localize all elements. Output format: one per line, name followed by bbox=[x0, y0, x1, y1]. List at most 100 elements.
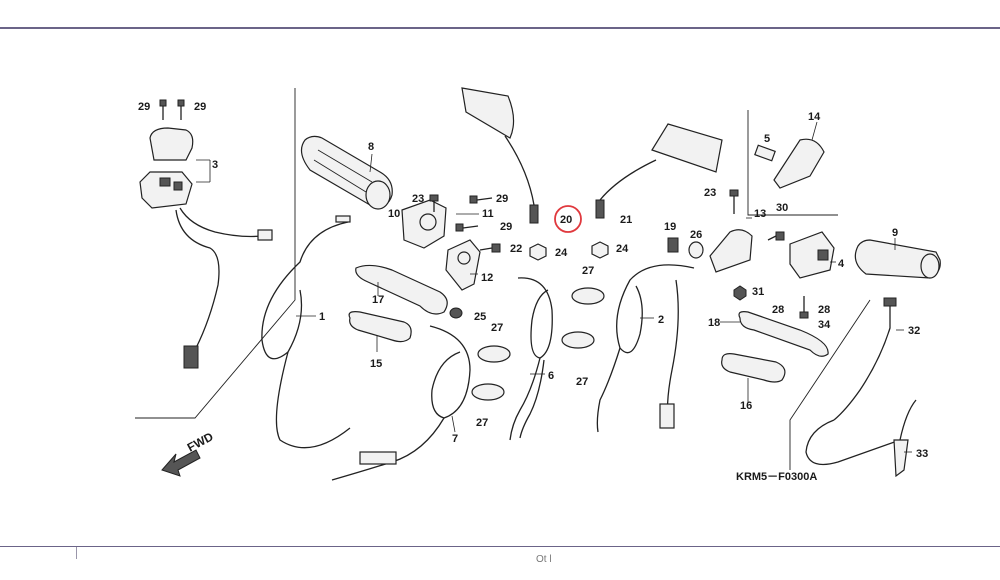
right-handlebar-outline bbox=[789, 299, 871, 470]
mirror-left-20 bbox=[461, 87, 539, 224]
clutch-cable-1 bbox=[261, 215, 351, 449]
fwd-label: FWD bbox=[185, 429, 216, 454]
nut-31 bbox=[733, 285, 747, 301]
switch-5 bbox=[754, 144, 776, 162]
right-switch-4 bbox=[789, 231, 835, 279]
lever-cover-15 bbox=[348, 311, 412, 343]
nut-24-left bbox=[529, 243, 547, 261]
callout-27: 27 bbox=[576, 376, 588, 388]
leader-3 bbox=[196, 159, 211, 183]
callout-21: 21 bbox=[620, 214, 632, 226]
callout-32: 32 bbox=[908, 325, 920, 337]
adjuster-33 bbox=[893, 439, 909, 478]
screw-29-mid bbox=[455, 223, 479, 232]
callout-22: 22 bbox=[510, 243, 522, 255]
mirror-right-21 bbox=[595, 123, 723, 219]
callout-34: 34 bbox=[818, 319, 831, 331]
callout-29: 29 bbox=[138, 101, 150, 113]
callout-33: 33 bbox=[916, 448, 928, 460]
leader-8 bbox=[369, 153, 373, 173]
screw-23-left bbox=[429, 194, 439, 212]
clip-27-d bbox=[471, 383, 505, 401]
callout-30: 30 bbox=[776, 202, 788, 214]
callout-29: 29 bbox=[194, 101, 206, 113]
callout-27: 27 bbox=[582, 265, 594, 277]
callout-23: 23 bbox=[412, 193, 424, 205]
throttle-housing-10 bbox=[401, 199, 447, 249]
callout-10: 10 bbox=[388, 208, 400, 220]
callout-8: 8 bbox=[368, 141, 374, 153]
callout-16: 16 bbox=[740, 400, 752, 412]
callout-2: 2 bbox=[658, 314, 664, 326]
lever-bracket-12 bbox=[445, 239, 481, 291]
callout-26: 26 bbox=[690, 229, 702, 241]
callout-6: 6 bbox=[548, 370, 554, 382]
clip-27-c bbox=[561, 331, 595, 349]
diagram-reference-code: KRM5－F0300A bbox=[736, 471, 817, 483]
clutch-lever-17 bbox=[355, 264, 448, 315]
lever-cover-16 bbox=[721, 353, 786, 383]
callout-28: 28 bbox=[772, 304, 784, 316]
screw-29-left bbox=[159, 99, 167, 120]
bracket-14 bbox=[773, 138, 825, 189]
callout-27: 27 bbox=[491, 322, 503, 334]
throttle-cable-7 bbox=[331, 325, 471, 481]
brake-lever-18 bbox=[738, 311, 829, 357]
footer-text-fragment: Ot l bbox=[536, 554, 552, 565]
bolt-22 bbox=[479, 243, 501, 253]
callout-18: 18 bbox=[708, 317, 720, 329]
callout-28: 28 bbox=[818, 304, 830, 316]
nut-24-right bbox=[591, 241, 609, 259]
footer-tick bbox=[76, 547, 77, 559]
callout-11: 11 bbox=[482, 208, 494, 220]
brake-switch-cable-2 bbox=[596, 264, 695, 433]
clip-27-b bbox=[477, 345, 511, 363]
master-cylinder-13 bbox=[709, 229, 753, 273]
callout-29: 29 bbox=[500, 221, 512, 233]
cable-6 bbox=[509, 277, 553, 441]
callout-24: 24 bbox=[616, 243, 629, 255]
leader-14 bbox=[811, 121, 818, 141]
callout-12: 12 bbox=[481, 272, 493, 284]
throttle-cable-32 bbox=[805, 297, 917, 466]
top-border-rule bbox=[0, 27, 1000, 29]
callout-27: 27 bbox=[476, 417, 488, 429]
callout-5: 5 bbox=[764, 133, 770, 145]
callout-3: 3 bbox=[212, 159, 218, 171]
left-handlebar-outline bbox=[135, 88, 296, 419]
callout-14: 14 bbox=[808, 111, 821, 123]
screw-29-mid-top bbox=[469, 195, 493, 204]
callout-13: 13 bbox=[754, 208, 766, 220]
callout-1: 1 bbox=[319, 311, 325, 323]
callout-4: 4 bbox=[838, 258, 845, 270]
fwd-arrow bbox=[161, 449, 201, 477]
screw-29-right bbox=[177, 99, 185, 120]
right-inset-outline bbox=[747, 110, 838, 216]
switch-housing-3 bbox=[139, 127, 273, 369]
bottom-border-rule bbox=[0, 546, 1000, 547]
bolt-28-b bbox=[799, 311, 809, 319]
callout-29: 29 bbox=[496, 193, 508, 205]
nut-25 bbox=[449, 307, 463, 319]
leader-7 bbox=[451, 415, 456, 433]
callout-15: 15 bbox=[370, 358, 382, 370]
washer-26 bbox=[688, 241, 704, 259]
callout-25: 25 bbox=[474, 311, 486, 323]
callout-7: 7 bbox=[452, 433, 458, 445]
callout-31: 31 bbox=[752, 286, 764, 298]
clip-27-a bbox=[571, 287, 605, 305]
callout-20: 20 bbox=[560, 214, 572, 226]
bolt-23-right bbox=[729, 189, 739, 214]
right-grip-9 bbox=[854, 239, 941, 279]
callout-23: 23 bbox=[704, 187, 716, 199]
callout-19: 19 bbox=[664, 221, 676, 233]
callout-24: 24 bbox=[555, 247, 568, 259]
bolt-19 bbox=[667, 237, 679, 253]
callout-9: 9 bbox=[892, 227, 898, 239]
screw-30 bbox=[767, 231, 785, 241]
highlight-circle bbox=[554, 205, 582, 233]
throttle-grip-8 bbox=[300, 135, 393, 210]
callout-17: 17 bbox=[372, 294, 384, 306]
